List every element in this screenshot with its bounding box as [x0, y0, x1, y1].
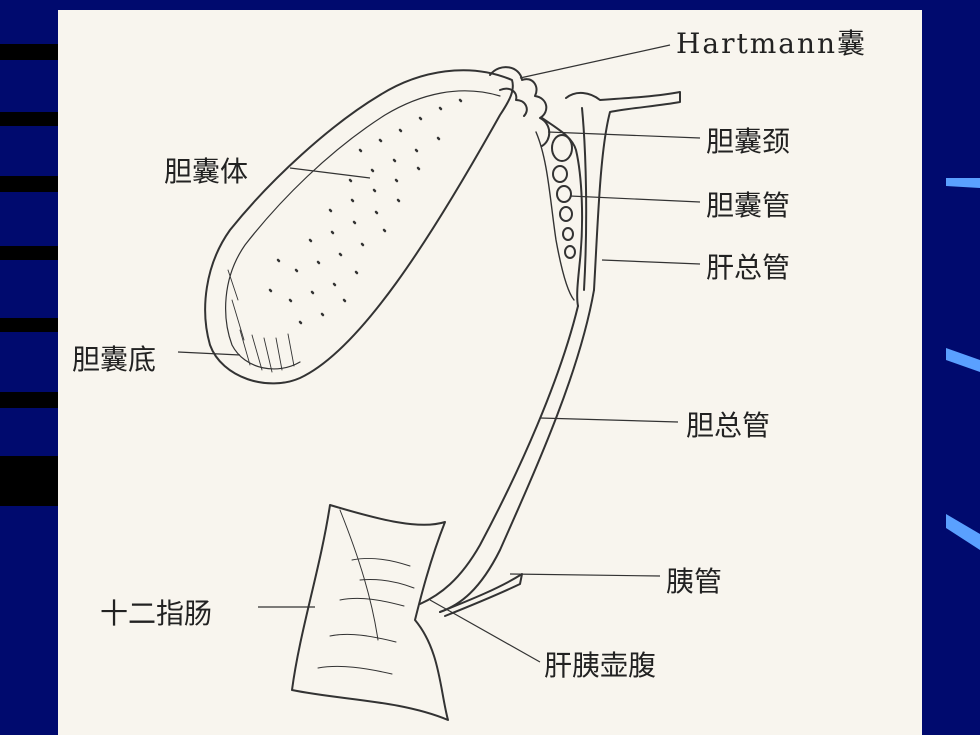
gallbladder-outline: [204, 69, 514, 385]
label-neck: 胆囊颈: [706, 125, 791, 158]
stipple: [268, 98, 463, 325]
pancreatic-duct: [439, 573, 523, 617]
label-ampulla: 肝胰壶腹: [544, 649, 657, 682]
gallbladder-inner-wall: [225, 90, 501, 370]
hartmann-pouch: [489, 66, 551, 147]
label-duodenum: 十二指肠: [100, 597, 213, 630]
fundus-hatching: [227, 269, 295, 373]
duodenum-outline: [291, 504, 449, 721]
label-hepatic-duct: 肝总管: [706, 251, 791, 284]
label-pancreatic-duct: 胰管: [666, 565, 723, 598]
common-bile-duct: [439, 289, 595, 613]
hepatic-duct: [565, 91, 681, 291]
leader-lines: [177, 44, 701, 663]
label-hartmann: Hartmann囊: [676, 27, 868, 60]
label-body: 胆囊体: [164, 155, 249, 188]
label-fundus: 胆囊底: [72, 343, 157, 376]
label-cystic-duct: 胆囊管: [706, 189, 791, 222]
duodenum-folds: [317, 557, 415, 675]
cystic-duct-outline: [541, 117, 584, 307]
left-stripes: [0, 44, 60, 506]
label-common-bile-duct: 胆总管: [686, 409, 771, 442]
right-bars: [946, 178, 980, 550]
cystic-duct-valves: [551, 134, 576, 259]
